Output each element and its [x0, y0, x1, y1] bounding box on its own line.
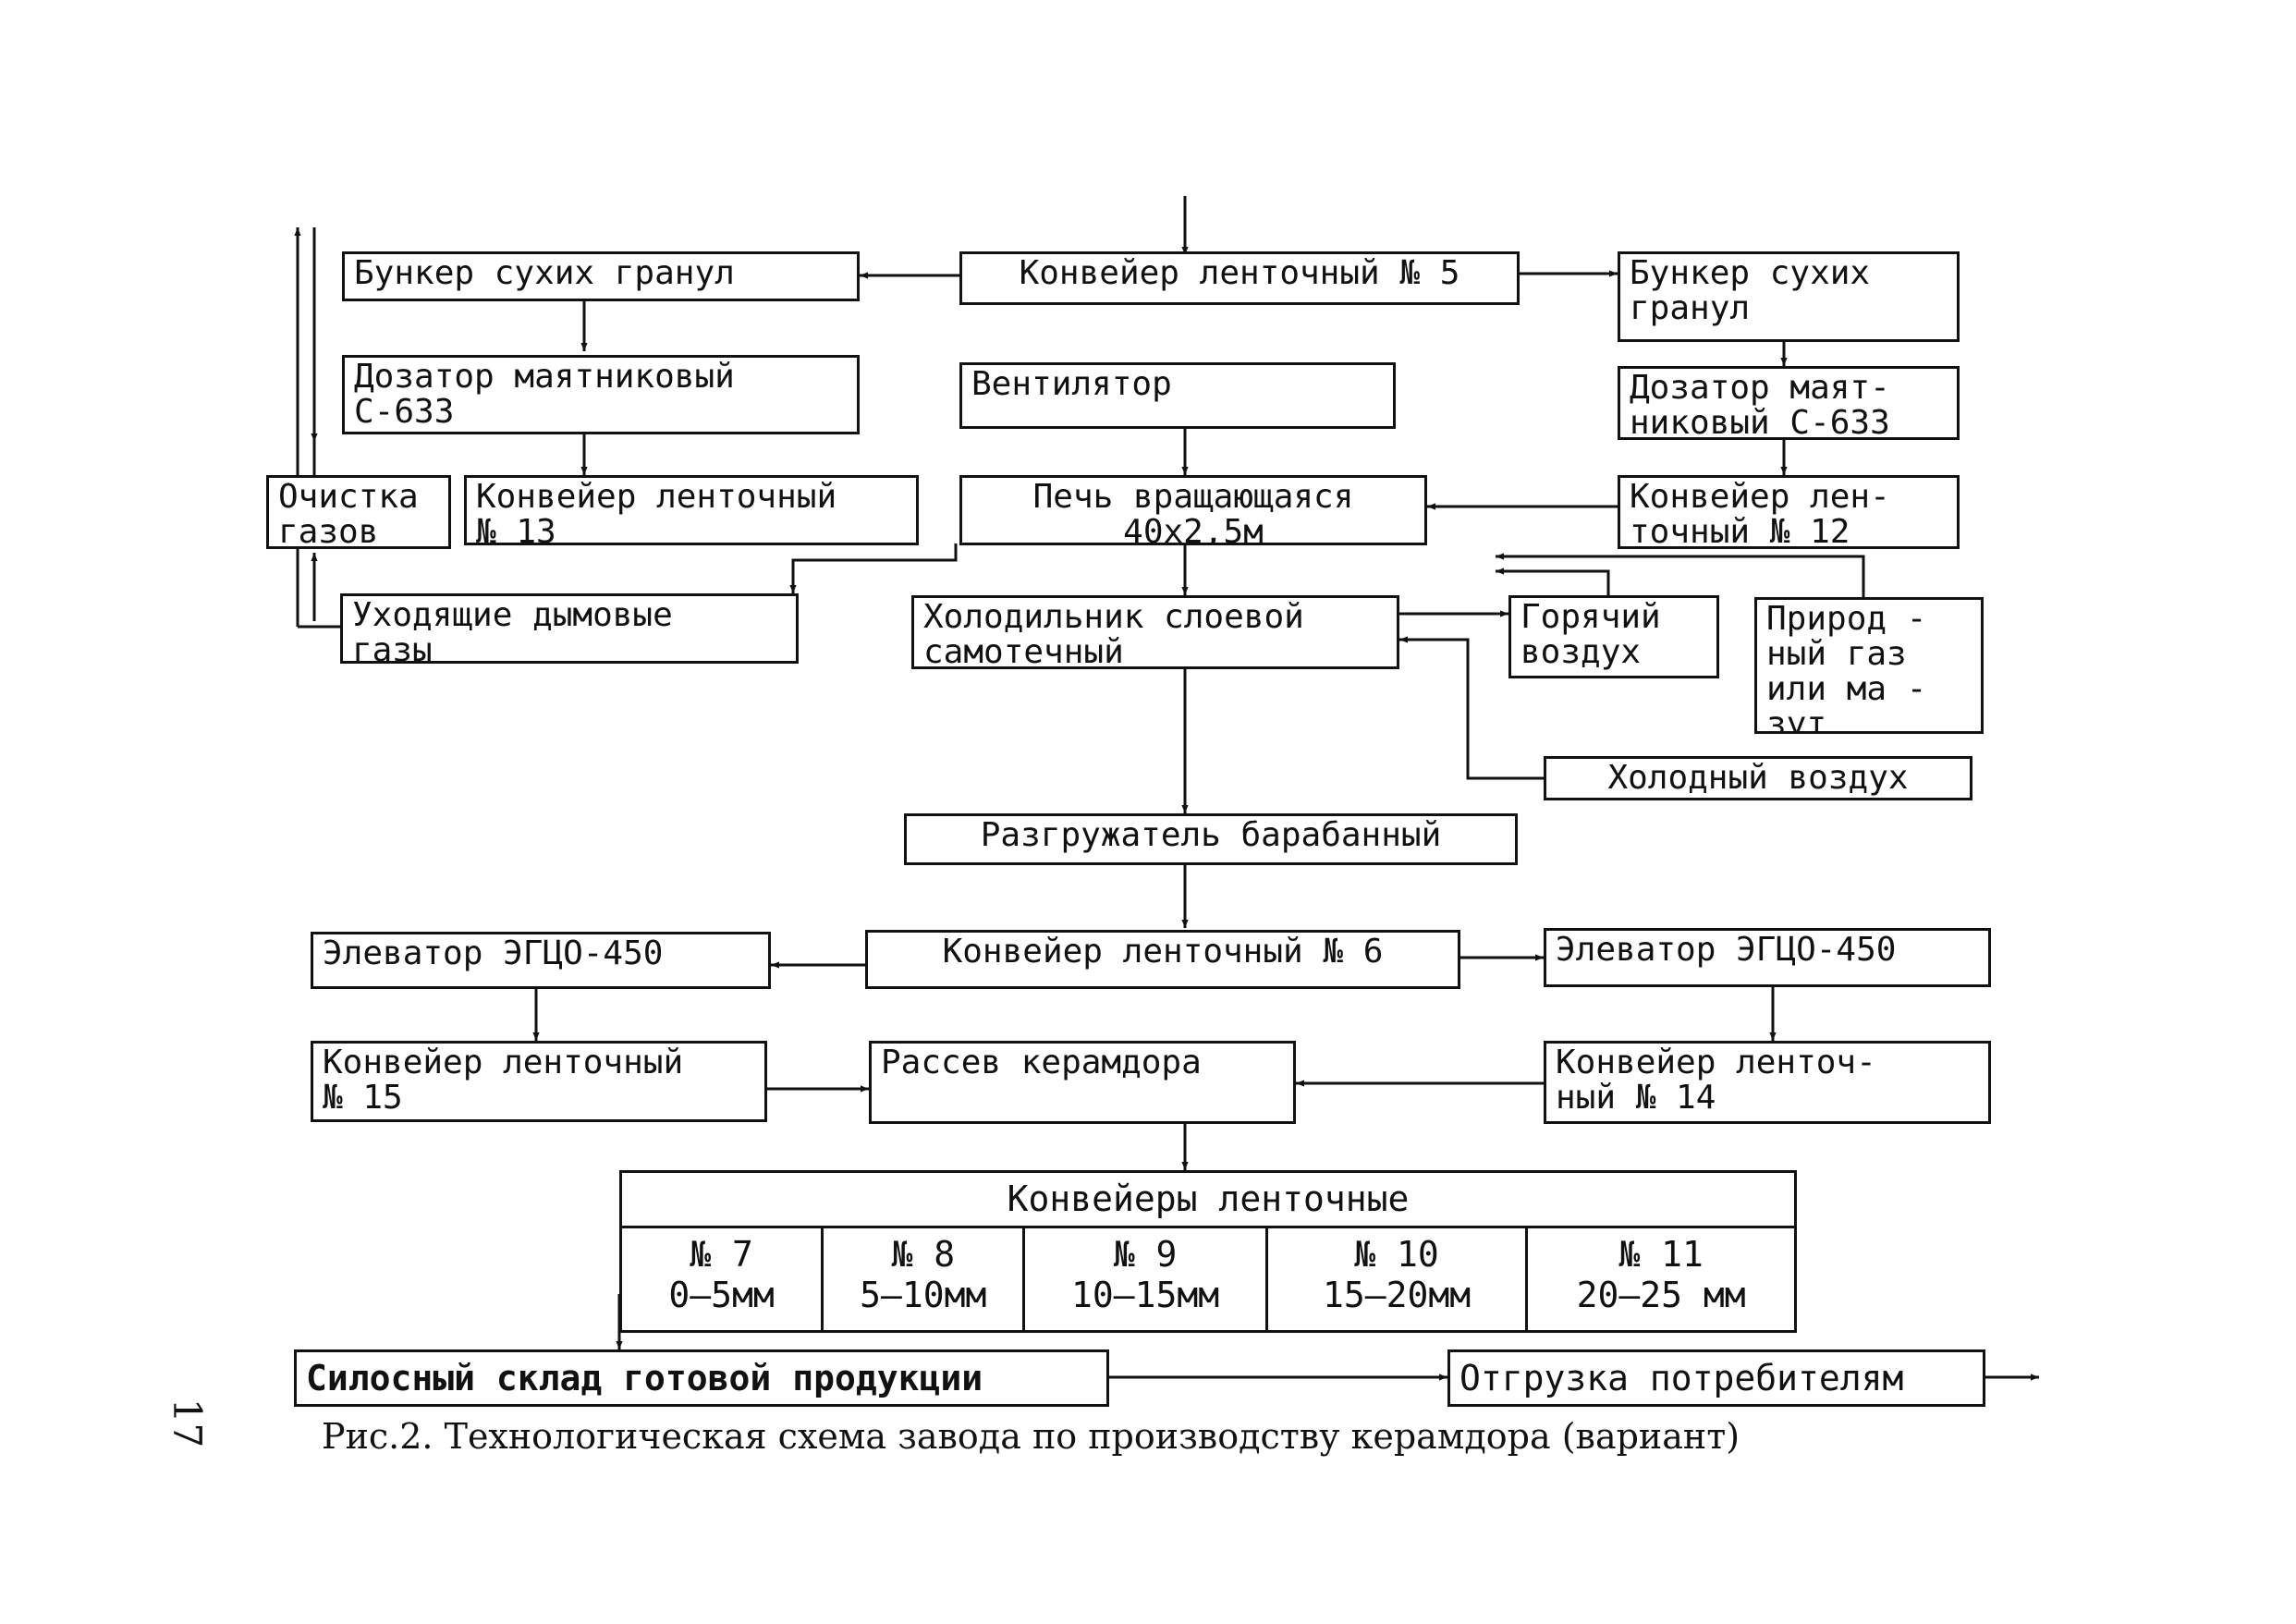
box-line: газы: [352, 631, 433, 664]
box-line: Конвейер ленточный: [323, 1044, 684, 1081]
box-cold-air: Холодный воздух: [1544, 756, 1972, 800]
box-line: Печь вращающаяся: [1032, 478, 1354, 516]
box-keramdor-screening: Рассев керамдора: [869, 1041, 1296, 1124]
box-line: зут: [1766, 705, 1827, 734]
box-conveyor-12: Конвейер лен-точный № 12: [1618, 475, 1960, 549]
box-line: Вентилятор: [971, 365, 1172, 403]
fraction-range: 10–15мм: [1071, 1275, 1220, 1315]
box-conveyor-5: Конвейер ленточный № 5: [959, 251, 1520, 305]
conveyor-number: № 8: [891, 1234, 956, 1275]
box-shipment-to-consumers: Отгрузка потребителям: [1447, 1349, 1985, 1407]
box-line: или ма -: [1766, 670, 1927, 708]
box-line: точный № 12: [1630, 513, 1850, 549]
box-line: самотечный: [923, 633, 1124, 669]
box-line: газов: [278, 513, 379, 549]
box-line: Конвейер ленточ-: [1556, 1044, 1876, 1081]
box-line: Природ -: [1766, 600, 1927, 638]
box-line: Конвейер лен-: [1630, 478, 1890, 516]
box-ventilator: Вентилятор: [959, 362, 1396, 429]
box-line: гранул: [1630, 289, 1751, 327]
box-line: Дозатор маят-: [1630, 369, 1890, 407]
box-line: Холодный воздух: [1607, 759, 1909, 797]
box-conveyor-14: Конвейер ленточ-ный № 14: [1544, 1041, 1991, 1124]
fraction-range: 5–10мм: [860, 1275, 987, 1315]
conveyors-table-header: Конвейеры ленточные: [622, 1173, 1794, 1228]
conveyor-number: № 7: [690, 1234, 753, 1275]
box-line: № 15: [323, 1079, 403, 1117]
box-line: 40х2,5м: [1123, 513, 1264, 545]
box-line: Бункер сухих: [1630, 254, 1871, 292]
box-line: Конвейер ленточный № 6: [942, 933, 1384, 971]
box-line: Уходящие дымовые: [352, 596, 673, 634]
box-line: Отгрузка потребителям: [1459, 1358, 1904, 1398]
box-line: Рассев керамдора: [881, 1044, 1202, 1081]
box-pendulum-dosator-right: Дозатор маят-никовый С-633: [1618, 366, 1960, 440]
box-drum-unloader: Разгружатель барабанный: [904, 813, 1518, 865]
page-number: 17: [165, 1398, 211, 1448]
conveyor-number: № 9: [1113, 1234, 1178, 1275]
conveyor-number: № 10: [1354, 1234, 1439, 1275]
box-line: никовый С-633: [1630, 404, 1890, 440]
box-elevator-right: Элеватор ЭГЦО-450: [1544, 928, 1991, 987]
box-line: ный № 14: [1556, 1079, 1716, 1117]
conveyor-number: № 11: [1618, 1234, 1704, 1275]
box-line: Элеватор ЭГЦО-450: [1556, 931, 1897, 969]
fraction-range: 15–20мм: [1322, 1275, 1472, 1315]
box-line: Холодильник слоевой: [923, 598, 1304, 636]
box-line: воздух: [1520, 633, 1642, 671]
box-conveyor-6: Конвейер ленточный № 6: [865, 930, 1460, 989]
box-line: Конвейер ленточный № 5: [1019, 254, 1460, 292]
box-line: Конвейер ленточный: [476, 478, 837, 516]
box-line: Очистка: [278, 478, 419, 516]
box-dry-granule-bunker-left: Бункер сухих гранул: [342, 251, 860, 301]
box-elevator-left: Элеватор ЭГЦО-450: [311, 932, 771, 989]
box-line: ный газ: [1766, 635, 1907, 673]
fraction-range: 0–5мм: [668, 1275, 775, 1315]
box-line: С-633: [354, 393, 455, 431]
box-line: Бункер сухих гранул: [354, 254, 735, 292]
box-line: Разгружатель барабанный: [980, 816, 1442, 854]
box-line: Силосный склад готовой продукции: [306, 1358, 983, 1398]
box-line: Дозатор маятниковый: [354, 358, 735, 396]
box-line: № 13: [476, 513, 556, 545]
box-line: Горячий: [1520, 598, 1661, 636]
box-line: Элеватор ЭГЦО-450: [323, 934, 664, 972]
fraction-range: 20–25 мм: [1576, 1275, 1746, 1315]
box-finished-product-silo: Силосный склад готовой продукции: [294, 1349, 1109, 1407]
figure-caption: Рис.2. Технологическая схема завода по п…: [322, 1416, 1740, 1457]
